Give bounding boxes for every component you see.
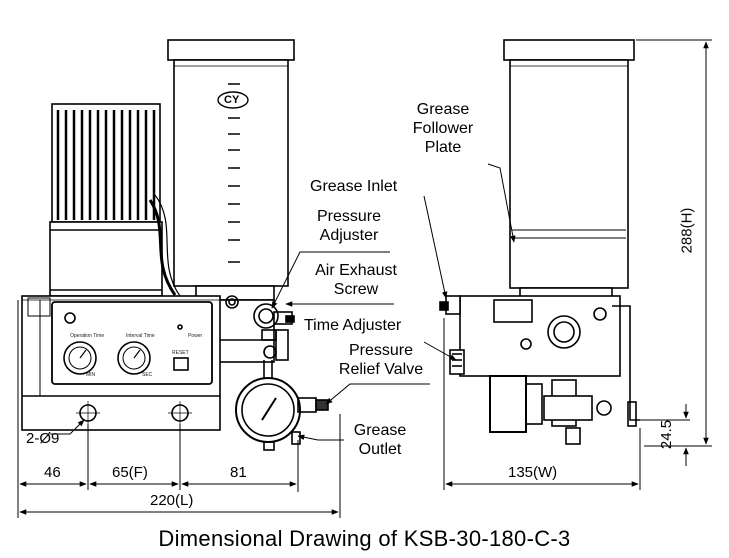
pressure-adjuster	[253, 303, 279, 329]
dim-220l: 220(L)	[150, 492, 194, 509]
panel-operation-time: Operation Time	[70, 333, 105, 339]
label-pressure-relief-valve: Pressure Relief Valve	[326, 341, 436, 379]
dim-81: 81	[230, 464, 247, 481]
panel-sec-unit: SEC	[142, 372, 153, 378]
dim-288h: 288(H)	[678, 207, 696, 254]
label-pressure-adjuster: Pressure Adjuster	[304, 207, 394, 245]
dim-46: 46	[44, 464, 61, 481]
dim-135w: 135(W)	[508, 464, 558, 481]
label-pressure-relief-valve-line1: Pressure	[348, 342, 414, 359]
panel-power: Power	[188, 333, 203, 339]
front-view	[21, 39, 329, 451]
label-grease-outlet-line2: Outlet	[358, 441, 402, 458]
label-grease-follower-plate: Grease Follower Plate	[398, 100, 488, 157]
label-grease-outlet-line1: Grease	[353, 422, 407, 439]
label-air-exhaust-screw-line1: Air Exhaust	[315, 262, 397, 279]
label-grease-follower-plate-line1: Grease	[416, 101, 470, 118]
panel-min-unit: MIN	[86, 372, 96, 378]
panel-reset: RESET	[172, 350, 189, 356]
panel-interval-time: Interval Time	[126, 333, 155, 339]
dim-24-5: 24.5	[658, 419, 676, 450]
label-grease-outlet: Grease Outlet	[340, 421, 420, 459]
label-grease-follower-plate-line3: Plate	[424, 139, 462, 156]
dim-65f: 65(F)	[112, 464, 148, 481]
drawing-caption: Dimensional Drawing of KSB-30-180-C-3	[158, 526, 571, 551]
motor	[49, 103, 163, 297]
label-air-exhaust-screw-line2: Screw	[333, 281, 379, 298]
label-air-exhaust-screw: Air Exhaust Screw	[304, 261, 408, 299]
cable	[148, 199, 177, 296]
dimension-lines	[17, 39, 712, 518]
label-pressure-adjuster-line2: Adjuster	[319, 227, 379, 244]
reservoir-logo: CY	[224, 94, 240, 106]
label-grease-follower-plate-line2: Follower	[412, 120, 474, 137]
label-pressure-relief-valve-line2: Relief Valve	[338, 361, 424, 378]
base	[21, 295, 221, 431]
reservoir	[167, 39, 295, 287]
dim-hole: 2-Ø9	[26, 430, 60, 447]
label-grease-inlet: Grease Inlet	[310, 178, 398, 195]
label-pressure-adjuster-line1: Pressure	[316, 208, 382, 225]
label-time-adjuster: Time Adjuster	[304, 317, 402, 334]
side-view	[439, 39, 640, 445]
